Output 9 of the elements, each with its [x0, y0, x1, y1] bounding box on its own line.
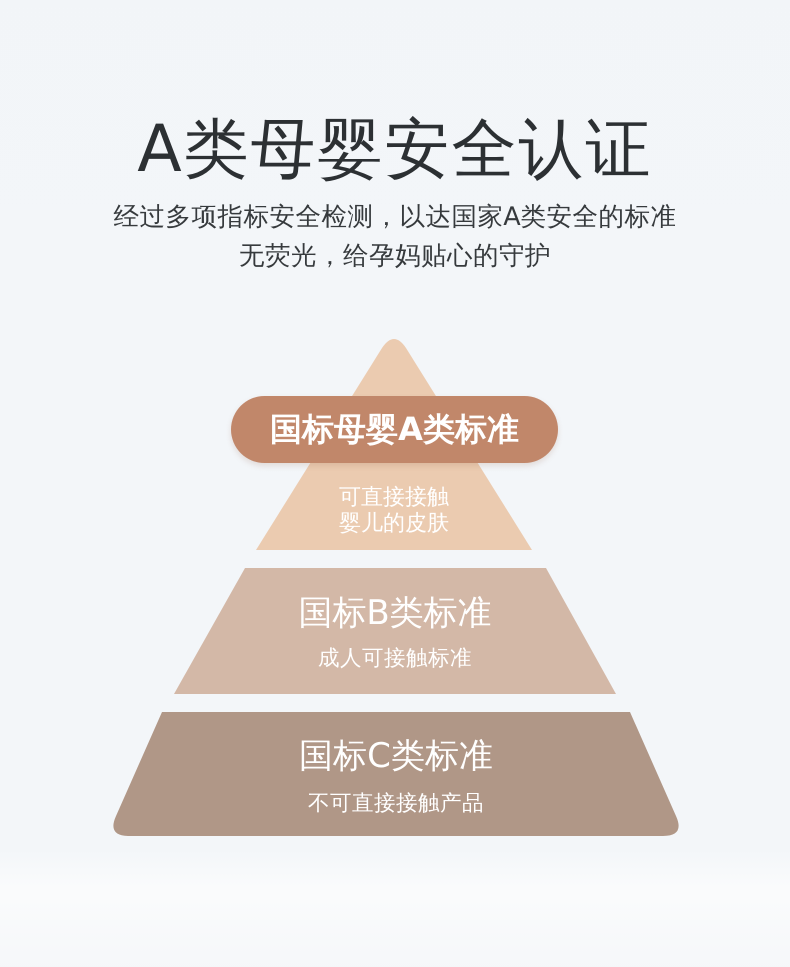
subtitle: 经过多项指标安全检测，以达国家A类安全的标准 — [113, 202, 677, 232]
tier-description: 成人可接触标准 — [317, 646, 473, 672]
tier-title: 国标B类标准 — [297, 593, 493, 633]
tier-title: 国标C类标准 — [298, 736, 494, 776]
tier-description: 不可直接接触产品 — [307, 791, 485, 817]
title: A类母婴安全认证 — [136, 111, 654, 189]
heading-pill: 国标母婴A类标准 — [231, 396, 558, 463]
subtitle: 无荧光，给孕妈贴心的守护 — [239, 241, 551, 271]
tier-description: 可直接接触婴儿的皮肤 — [338, 485, 450, 537]
